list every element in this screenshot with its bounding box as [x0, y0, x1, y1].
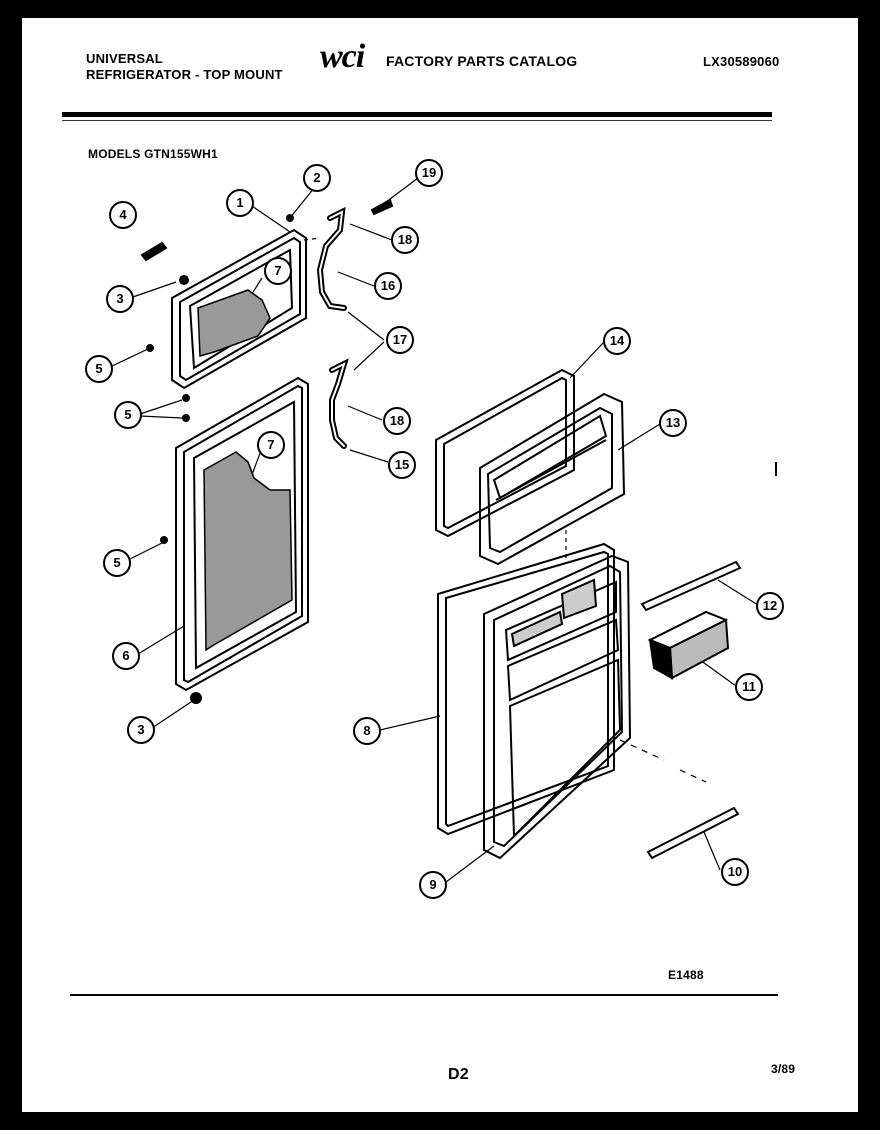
- callout-14[interactable]: 14: [603, 327, 631, 355]
- callout-19[interactable]: 19: [415, 159, 443, 187]
- callout-15[interactable]: 15: [388, 451, 416, 479]
- callout-11[interactable]: 11: [735, 673, 763, 701]
- brand-line-1: UNIVERSAL: [86, 51, 163, 66]
- callout-6[interactable]: 6: [112, 642, 140, 670]
- fresh-food-gasket-8: [437, 542, 615, 836]
- drawing-id: E1488: [668, 968, 704, 982]
- page-label: D2: [448, 1066, 469, 1083]
- fresh-food-door-6: [175, 376, 309, 692]
- callout-1[interactable]: 1: [226, 189, 254, 217]
- callout-18-bottom[interactable]: 18: [383, 407, 411, 435]
- shelf-rail-10: [646, 806, 740, 860]
- header-rule: [62, 112, 772, 117]
- trim-piece-4: [140, 241, 168, 262]
- freezer-door-1: [171, 228, 307, 390]
- callout-13[interactable]: 13: [659, 409, 687, 437]
- footer-rule: [70, 994, 778, 996]
- fasteners: [146, 198, 394, 704]
- door-bin-11: [647, 610, 730, 680]
- callout-5-mid[interactable]: 5: [114, 401, 142, 429]
- callout-2[interactable]: 2: [303, 164, 331, 192]
- callout-4[interactable]: 4: [109, 201, 137, 229]
- catalog-sheet: [22, 18, 858, 1112]
- freezer-gasket-14: [435, 368, 575, 538]
- brand-line-2: REFRIGERATOR - TOP MOUNT: [86, 67, 283, 82]
- revision-date: 3/89: [771, 1062, 796, 1076]
- callout-7-top[interactable]: 7: [264, 257, 292, 285]
- callout-17[interactable]: 17: [386, 326, 414, 354]
- callout-3-top[interactable]: 3: [106, 285, 134, 313]
- callout-12[interactable]: 12: [756, 592, 784, 620]
- callout-8[interactable]: 8: [353, 717, 381, 745]
- wci-logo: wci: [320, 38, 365, 75]
- fresh-food-insulation-7: [203, 451, 293, 652]
- callout-9[interactable]: 9: [419, 871, 447, 899]
- callout-16-top[interactable]: 16: [374, 272, 402, 300]
- shelf-rail-12: [640, 560, 742, 612]
- catalog-number: LX30589060: [703, 54, 780, 69]
- fresh-food-liner-9: [483, 554, 632, 860]
- freezer-insulation-7: [197, 289, 271, 357]
- callout-5-bottom[interactable]: 5: [103, 549, 131, 577]
- callout-3-bottom[interactable]: 3: [127, 716, 155, 744]
- freezer-liner-13: [479, 392, 626, 566]
- handles-16-inner: [318, 210, 346, 447]
- header-rule-thin: [62, 120, 772, 121]
- models-label: MODELS GTN155WH1: [88, 147, 218, 161]
- callout-18-top[interactable]: 18: [391, 226, 419, 254]
- callout-5-top[interactable]: 5: [85, 355, 113, 383]
- callout-10[interactable]: 10: [721, 858, 749, 886]
- callout-7-bottom[interactable]: 7: [257, 431, 285, 459]
- catalog-title: FACTORY PARTS CATALOG: [386, 53, 578, 69]
